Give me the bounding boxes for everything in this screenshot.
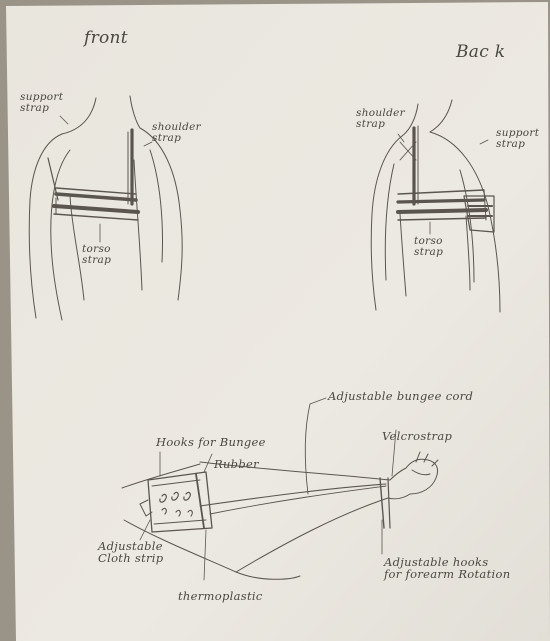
hooks-for-bungee-label: Hooks for Bungee (156, 436, 266, 448)
back-shoulder-strap-label: shoulder strap (356, 108, 405, 130)
thermoplastic-label: thermoplastic (178, 590, 263, 602)
adjustable-hooks-label: Adjustable hooks for forearm Rotation (384, 556, 510, 580)
paper-sheet (6, 2, 550, 641)
adjustable-cloth-strip-label: Adjustable Cloth strip (98, 540, 163, 564)
back-title: Bac k (456, 44, 505, 62)
back-torso-strap-label: torso strap (414, 236, 443, 258)
rubber-label: Rubber (214, 458, 259, 470)
front-title: front (84, 30, 128, 48)
front-support-strap-label: support strap (20, 92, 63, 114)
front-torso-strap-label: torso strap (82, 244, 111, 266)
back-support-strap-label: support strap (496, 128, 539, 150)
front-shoulder-strap-label: shoulder strap (152, 122, 201, 144)
velcro-strap-label: Velcrostrap (382, 430, 452, 442)
bungee-cord-label: Adjustable bungee cord (328, 390, 473, 402)
